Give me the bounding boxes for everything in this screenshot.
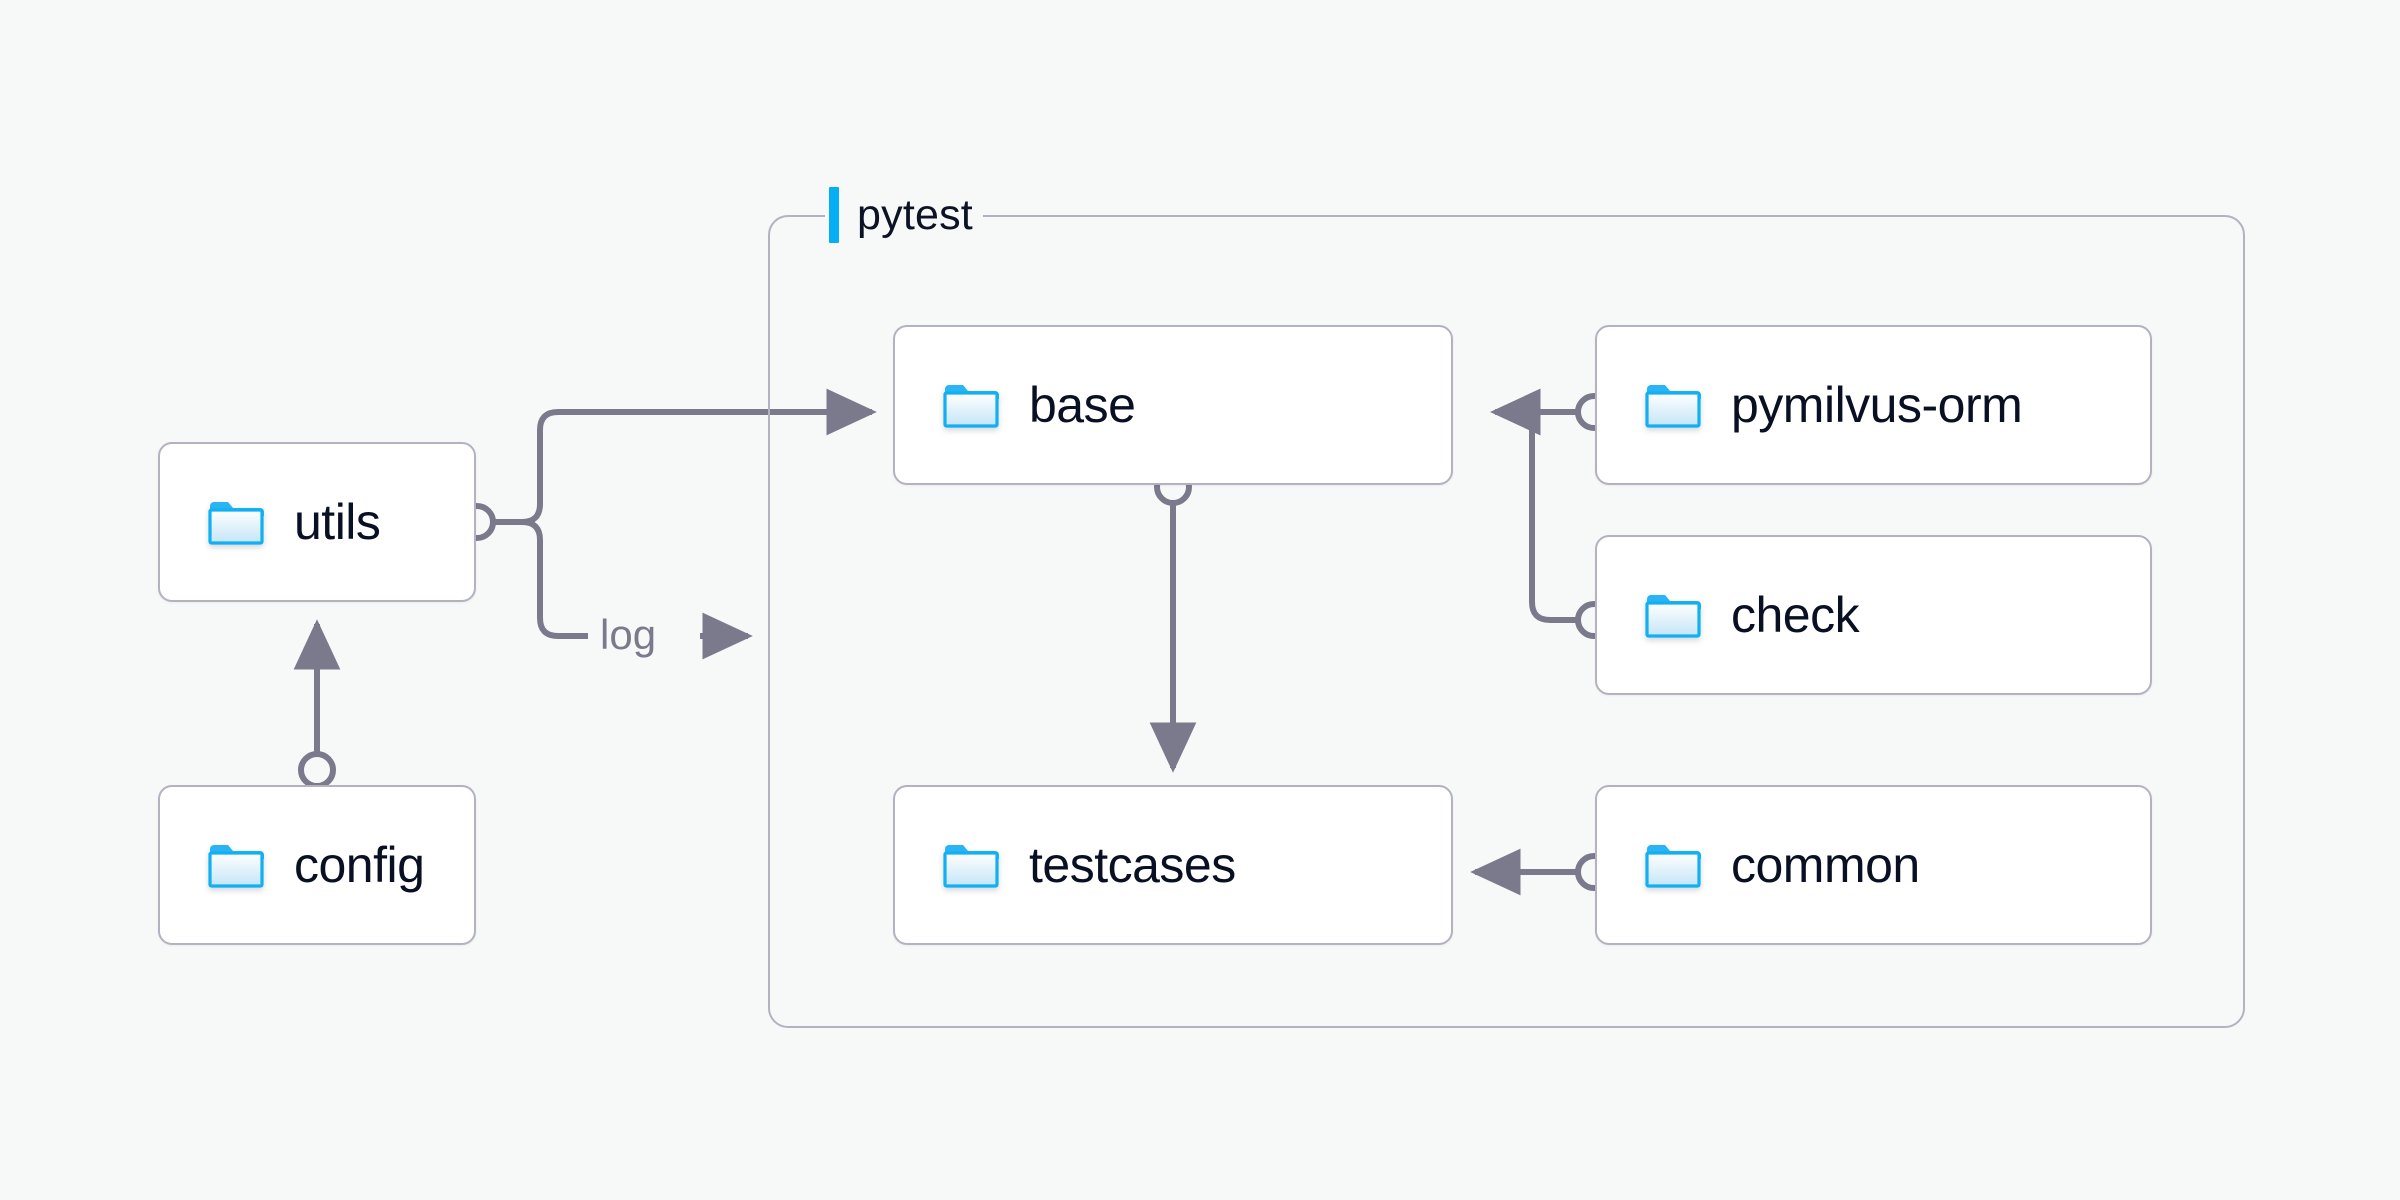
folder-icon — [943, 845, 999, 888]
folder-icon — [1645, 595, 1701, 638]
node-label-pymilvus-orm: pymilvus-orm — [1731, 377, 2023, 433]
node-testcases[interactable]: testcases — [893, 785, 1453, 945]
node-utils[interactable]: utils — [158, 442, 476, 602]
edge-label-utils-to-log: log — [600, 611, 657, 658]
edge-utils-to-log — [493, 519, 588, 639]
group-container-pytest — [768, 215, 2245, 1028]
folder-icon — [1645, 845, 1701, 888]
port-config-top — [298, 751, 336, 789]
group-label-text: pytest — [857, 190, 973, 239]
node-label-utils: utils — [294, 494, 381, 550]
node-label-base: base — [1029, 377, 1136, 433]
folder-icon — [943, 385, 999, 428]
node-base[interactable]: base — [893, 325, 1453, 485]
node-label-config: config — [294, 837, 425, 893]
node-pymilvus-orm[interactable]: pymilvus-orm — [1595, 325, 2152, 485]
folder-icon — [208, 502, 264, 545]
node-common[interactable]: common — [1595, 785, 2152, 945]
node-label-testcases: testcases — [1029, 837, 1236, 893]
node-label-common: common — [1731, 837, 1920, 893]
folder-icon — [208, 845, 264, 888]
group-label-pytest: pytest — [825, 187, 983, 243]
group-accent-bar — [829, 187, 839, 243]
node-label-check: check — [1731, 587, 1860, 643]
folder-icon — [1645, 385, 1701, 428]
node-config[interactable]: config — [158, 785, 476, 945]
node-check[interactable]: check — [1595, 535, 2152, 695]
